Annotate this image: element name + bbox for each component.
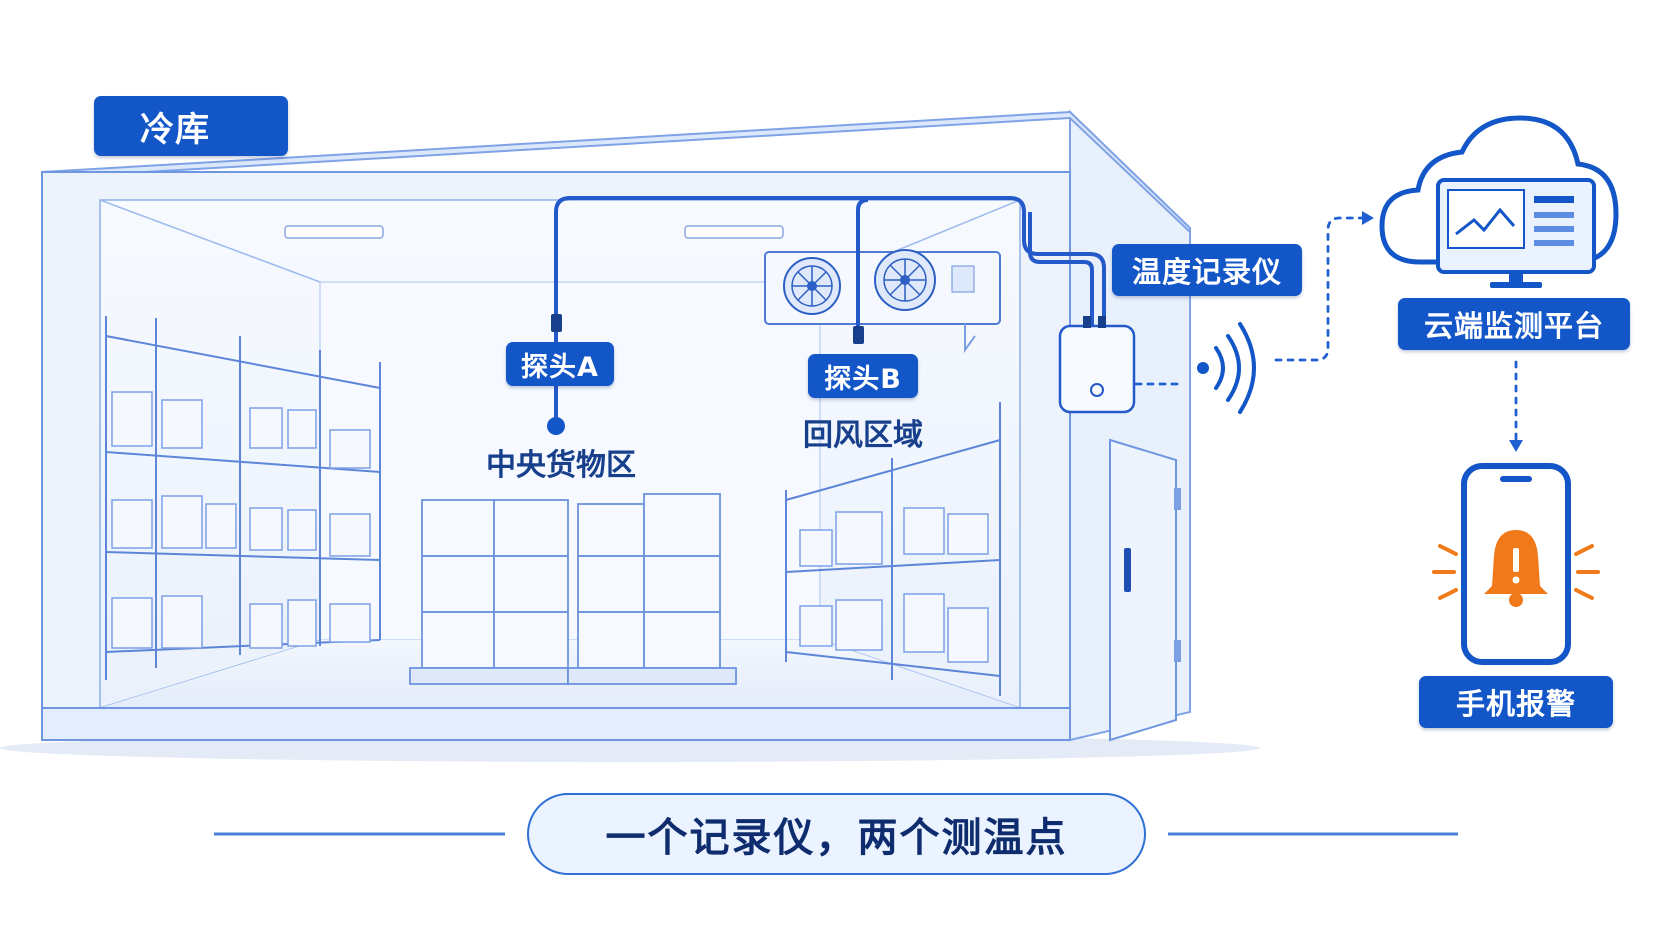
left-shelf-boxes [111, 391, 371, 649]
data-flow-connectors [1134, 216, 1518, 442]
cloud-platform-label: 云端监测平台 [1398, 298, 1630, 350]
probe-a-label: 探头A [506, 342, 614, 386]
right-shelf-boxes [799, 507, 989, 663]
room-label: 冷库 [94, 96, 288, 156]
temperature-logger-device [1058, 316, 1136, 414]
wifi-signal-icon [1197, 322, 1256, 414]
caption-banner: 一个记录仪，两个测温点 [527, 793, 1146, 875]
cold-room-door [1109, 438, 1181, 742]
probe-a-sensor [547, 314, 565, 435]
fan-icon [874, 249, 936, 311]
fan-icon [783, 257, 841, 315]
central-cargo [409, 493, 737, 685]
probe-b-sensor [853, 326, 864, 344]
probe-cables [554, 196, 1106, 426]
right-shelving [785, 402, 1001, 696]
phone-alert-label: 手机报警 [1419, 676, 1613, 728]
probe-a-zone-label: 中央货物区 [486, 448, 636, 483]
logger-label: 温度记录仪 [1112, 244, 1302, 296]
caption-text: 一个记录仪，两个测温点 [605, 815, 1068, 861]
probe-b-label: 探头B [808, 354, 918, 398]
probe-b-zone-label: 回风区域 [803, 418, 923, 453]
alert-bell-icon [1432, 530, 1600, 607]
evaporator-unit [764, 249, 1001, 354]
monitor-chart-icon [1436, 178, 1596, 288]
